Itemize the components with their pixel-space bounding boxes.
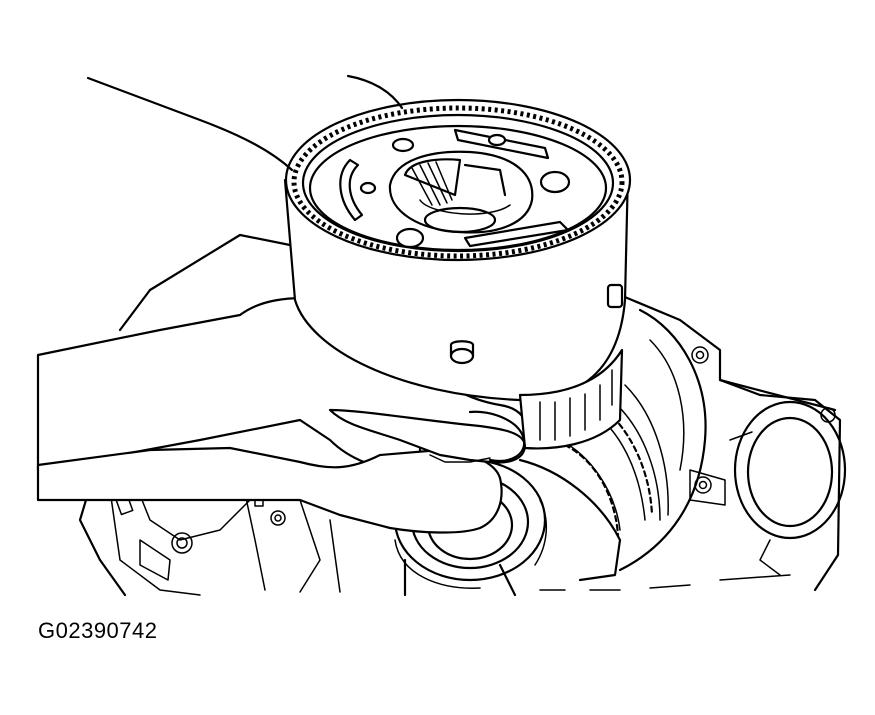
right-hand (36, 408, 526, 534)
lines (86, 74, 404, 172)
figure-id-label: G02390742 (38, 618, 158, 643)
planetary-drum (283, 98, 632, 450)
